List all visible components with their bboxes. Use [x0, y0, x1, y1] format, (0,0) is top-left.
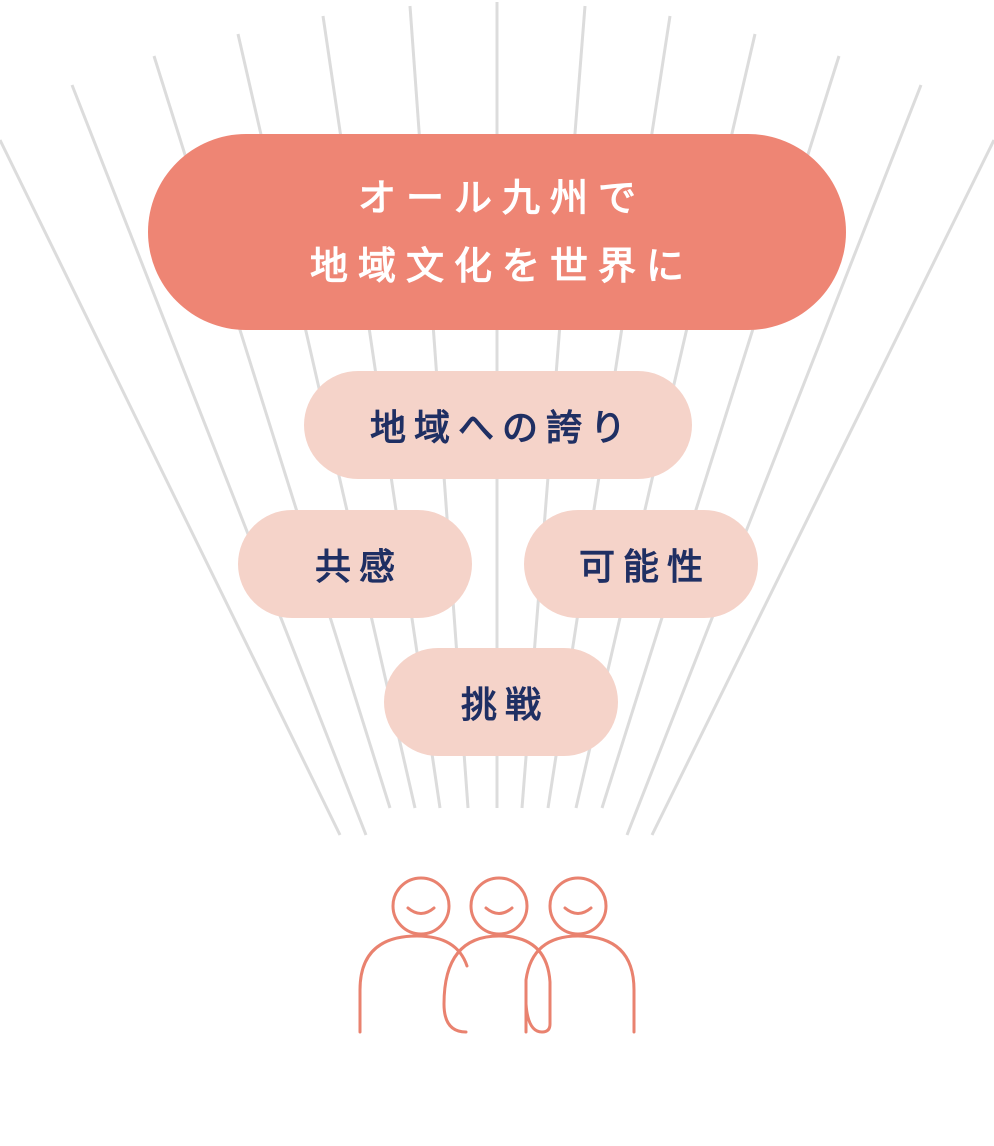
ray-line — [70, 84, 368, 836]
ray-line — [625, 84, 923, 836]
value-pill-possibility: 可能性 — [524, 510, 758, 618]
value-pill-challenge: 挑戦 — [384, 648, 618, 756]
value-possibility-label: 可能性 — [578, 547, 711, 588]
value-pill-pride: 地域への誇り — [304, 371, 692, 479]
main-message-line2: 地域文化を世界に — [309, 244, 694, 288]
value-pride-label: 地域への誇り — [369, 408, 634, 449]
ray-line — [0, 139, 342, 836]
person-icon-left — [358, 876, 469, 1034]
value-pill-empathy: 共感 — [238, 510, 472, 618]
main-message-pill: オール九州で 地域文化を世界に — [148, 134, 846, 330]
ray-line — [650, 139, 994, 836]
main-message-line1: オール九州で — [357, 176, 646, 220]
people-group-icon — [358, 876, 636, 1034]
person-icon-center — [442, 876, 552, 1034]
person-icon-right — [524, 876, 636, 1034]
value-challenge-label: 挑戦 — [460, 685, 549, 726]
value-empathy-label: 共感 — [314, 547, 403, 588]
